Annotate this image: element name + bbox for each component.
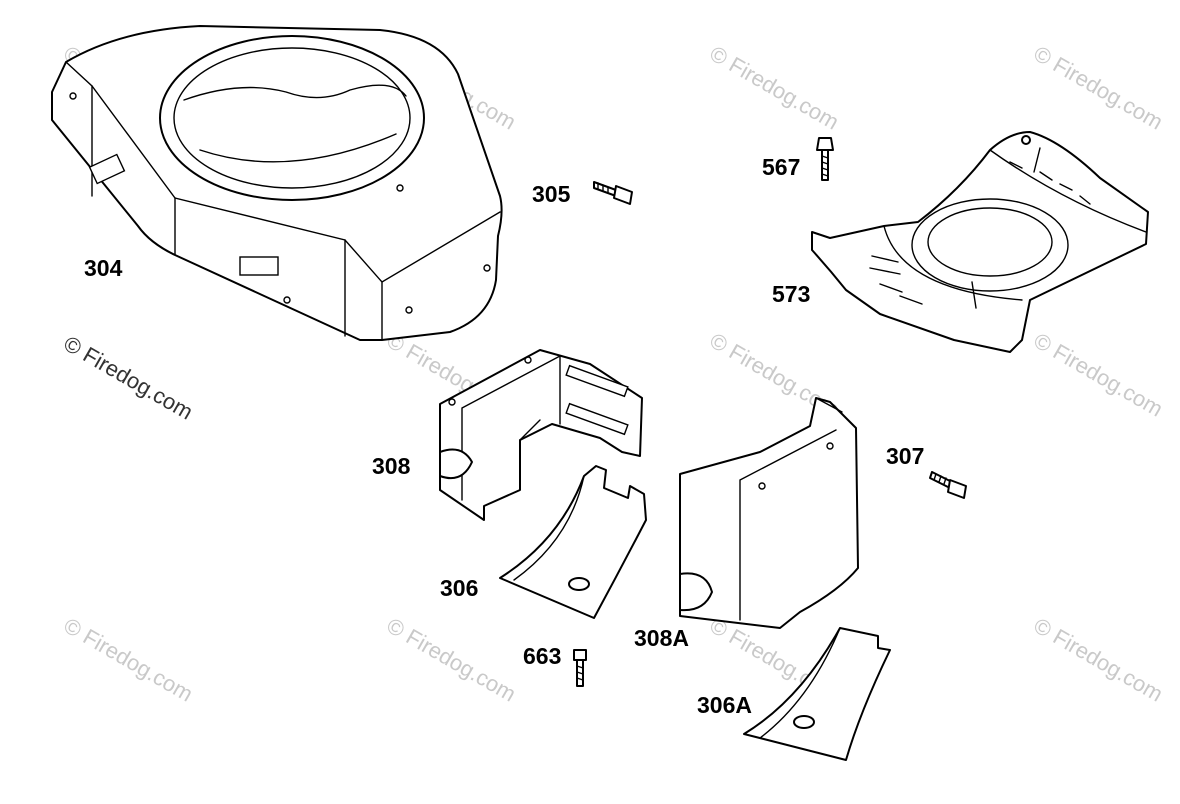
part-567-screw: [816, 137, 834, 181]
watermark: © Firedog.com: [1030, 328, 1168, 422]
label-573: 573: [772, 281, 810, 307]
part-308-side-shroud: [439, 349, 643, 521]
part-308A-side-shroud: [679, 397, 859, 629]
watermark: © Firedog.com: [1030, 41, 1168, 135]
part-573-baffle-plate: [811, 131, 1149, 353]
watermark: © Firedog.com: [383, 613, 521, 707]
part-306-lower-cover: [499, 465, 647, 619]
label-304: 304: [84, 255, 123, 281]
watermark: © Firedog.com: [60, 613, 198, 707]
part-307-bolt: [929, 471, 967, 499]
label-306A: 306A: [697, 692, 752, 718]
part-663-screw: [573, 649, 587, 687]
label-567: 567: [762, 154, 800, 180]
part-304-blower-housing: [51, 25, 503, 341]
watermark: © Firedog.com: [706, 41, 844, 135]
label-306: 306: [440, 575, 478, 601]
part-306A-lower-cover: [743, 627, 891, 761]
watermark-main: © Firedog.com: [60, 331, 198, 425]
callout-labels: 304 305 567 573 308 307 306 663 308A 306…: [84, 154, 924, 718]
label-308A: 308A: [634, 625, 689, 651]
label-307: 307: [886, 443, 924, 469]
label-305: 305: [532, 181, 571, 207]
label-308: 308: [372, 453, 411, 479]
label-663: 663: [523, 643, 561, 669]
watermark: © Firedog.com: [1030, 613, 1168, 707]
part-305-bolt: [593, 181, 633, 205]
